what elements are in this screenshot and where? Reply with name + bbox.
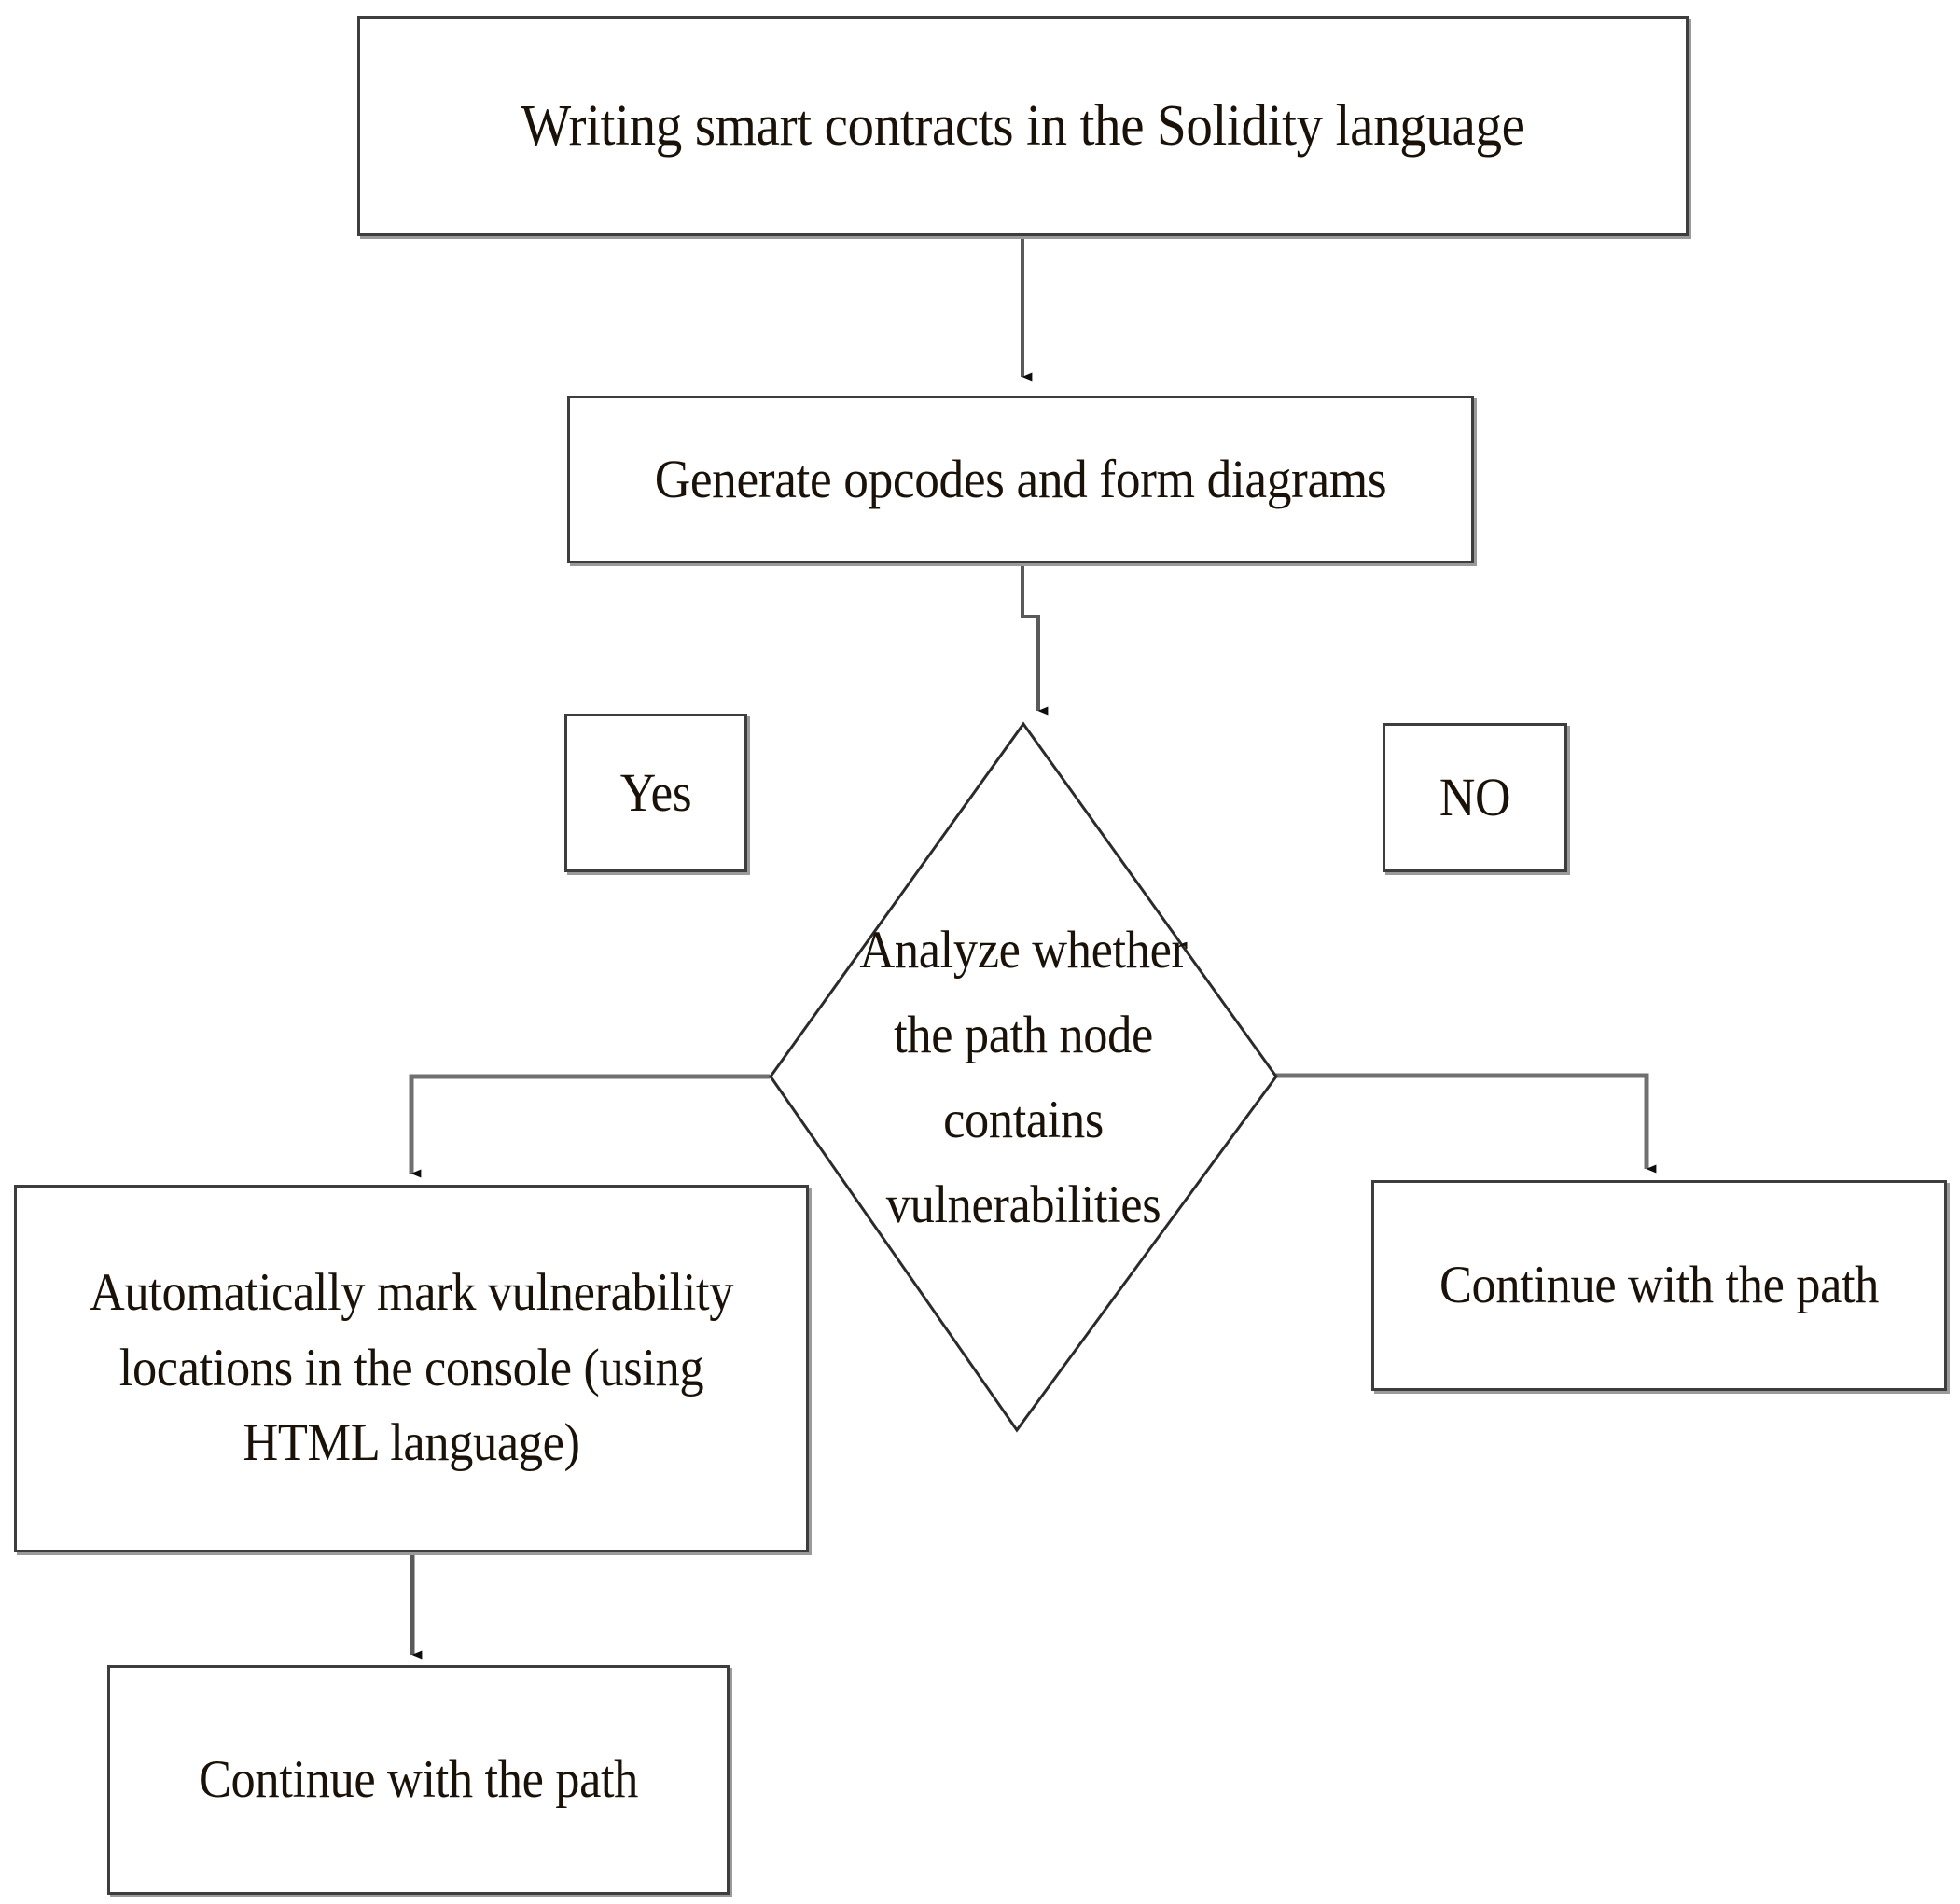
node-continue-bottom-label: Continue with the path (198, 1749, 639, 1809)
node-continue-right-label: Continue with the path (1439, 1255, 1880, 1314)
node-continue-bottom[interactable]: Continue with the path (107, 1665, 730, 1895)
node-yes-label-text: Yes (619, 761, 692, 823)
node-write-contracts[interactable]: Writing smart contracts in the Solidity … (357, 16, 1689, 236)
node-continue-right[interactable]: Continue with the path (1371, 1180, 1947, 1391)
node-yes-label[interactable]: Yes (564, 714, 747, 872)
node-no-label[interactable]: NO (1383, 723, 1567, 872)
node-decision-label: Analyze whether the path node contains v… (859, 920, 1188, 1235)
node-decision-diamond[interactable]: Analyze whether the path node contains v… (768, 721, 1279, 1434)
node-generate-opcodes[interactable]: Generate opcodes and form diagrams (567, 396, 1474, 563)
edge-decision-yes-to-mark (409, 1074, 770, 1178)
edge-opcodes-to-decision (1021, 563, 1049, 716)
diamond-outline-icon (769, 721, 1278, 1433)
edge-decision-no-to-continue (1271, 1073, 1657, 1174)
node-no-label-text: NO (1439, 766, 1511, 827)
node-mark-vulnerabilities[interactable]: Automatically mark vulnerability locatio… (14, 1185, 809, 1552)
node-generate-opcodes-label: Generate opcodes and form diagrams (654, 448, 1387, 509)
node-write-contracts-label: Writing smart contracts in the Solidity … (521, 93, 1525, 158)
node-mark-vulnerabilities-label: Automatically mark vulnerability locatio… (89, 1262, 734, 1473)
